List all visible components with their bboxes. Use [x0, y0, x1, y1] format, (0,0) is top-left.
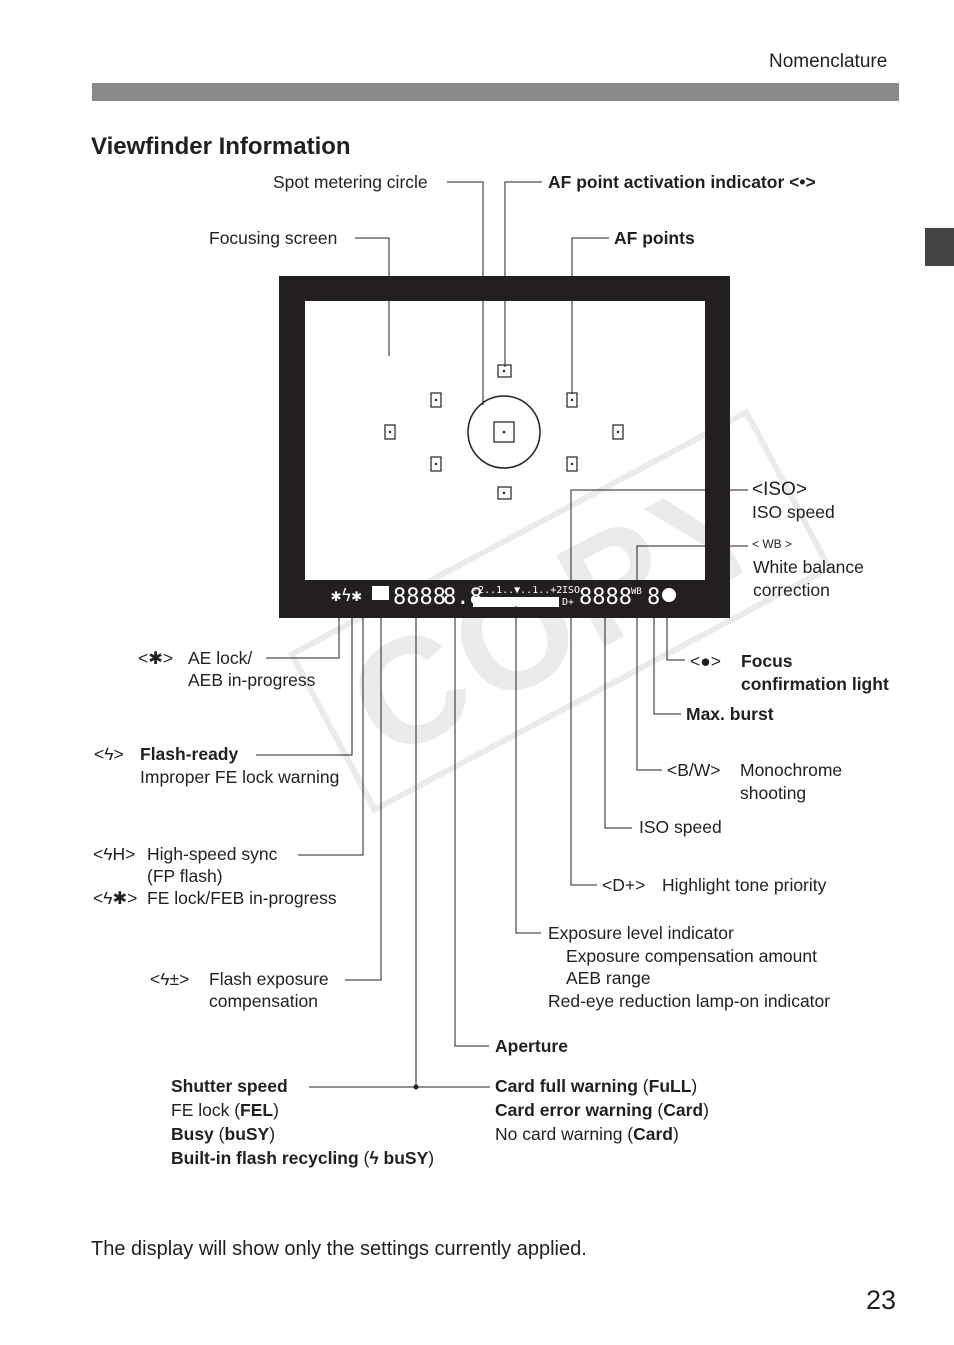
card-full-code: FuLL	[648, 1076, 692, 1096]
label-improper-fe: Improper FE lock warning	[140, 767, 340, 787]
label-monochrome: Monochrome	[740, 760, 843, 780]
section-name: Nomenclature	[769, 51, 888, 72]
dplus-icon: <D+>	[602, 875, 646, 895]
lcd-readout: ✱ϟ✱ 8888 8.8 -2..1..▼..1..+2 ISO D+ 8888…	[331, 585, 676, 610]
label-exposure-level: Exposure level indicator	[548, 923, 734, 943]
section-bar	[92, 83, 899, 101]
label-shutter-speed: Shutter speed	[171, 1076, 288, 1096]
viewfinder-frame	[279, 276, 730, 618]
label-card-error: Card error warning (Card)	[495, 1100, 709, 1120]
lcd-scale-bar	[473, 597, 559, 607]
lcd-shutter: 8888	[393, 585, 446, 610]
label-highlight-tone: Highlight tone priority	[662, 875, 827, 895]
lcd-fec-box	[372, 586, 389, 600]
label-shooting: shooting	[740, 783, 807, 803]
label-spot-metering-circle: Spot metering circle	[273, 172, 428, 192]
lcd-dplus: D+	[562, 597, 574, 608]
label-busy: Busy (buSY)	[171, 1124, 276, 1144]
flash-icon: <ϟ>	[94, 744, 124, 764]
card-error-text: Card error warning	[495, 1100, 653, 1120]
label-af-point-activation: AF point activation indicator <•>	[548, 172, 816, 192]
page-title: Viewfinder Information	[91, 133, 351, 160]
fec-icon: <ϟ±>	[150, 969, 190, 989]
leader-lines	[256, 181, 748, 1088]
label-af-points: AF points	[614, 228, 695, 248]
label-fe-lock-feb: FE lock/FEB in-progress	[147, 888, 337, 908]
label-wb-line1: White balance	[753, 557, 864, 577]
label-red-eye: Red-eye reduction lamp-on indicator	[548, 991, 831, 1011]
label-focus-confirmation: confirmation light	[741, 674, 889, 694]
page-note: The display will show only the settings …	[91, 1238, 587, 1260]
chapter-tab	[925, 228, 954, 266]
label-iso-speed-bottom: ISO speed	[639, 817, 722, 837]
busy-text: Busy	[171, 1124, 214, 1144]
label-aeb-range: AEB range	[566, 968, 651, 988]
label-wb-line2: correction	[753, 580, 830, 600]
label-aperture: Aperture	[495, 1036, 568, 1056]
label-focusing-screen: Focusing screen	[209, 228, 338, 248]
label-max-burst: Max. burst	[686, 704, 774, 724]
label-fe-lock: FE lock (FEL)	[171, 1100, 279, 1120]
label-aeb-progress: AEB in-progress	[188, 670, 316, 690]
high-speed-sync-icon: <ϟH>	[93, 844, 136, 864]
lcd-iso-digits: 8888	[579, 585, 632, 610]
page-number: 23	[866, 1285, 897, 1315]
lcd-scale: -2..1..▼..1..+2	[472, 585, 562, 596]
no-card-code: Card	[633, 1124, 673, 1144]
fe-lock-code: FEL	[240, 1100, 274, 1120]
fe-lock-text: FE lock (	[171, 1100, 241, 1120]
card-full-text: Card full warning	[495, 1076, 638, 1096]
focus-confirm-icon: <●>	[690, 651, 722, 671]
af-point-dots	[388, 369, 620, 495]
label-flash-recycling: Built-in flash recycling (ϟ buSY)	[171, 1148, 435, 1168]
lcd-wb: WB	[631, 587, 642, 597]
recycle-text: Built-in flash recycling	[171, 1148, 359, 1168]
label-compensation: compensation	[209, 991, 318, 1011]
spot-metering-circle-shape	[467, 395, 541, 469]
card-error-code: Card	[663, 1100, 704, 1120]
label-iso-speed-top: ISO speed	[752, 502, 835, 522]
label-flash-ready: Flash-ready	[140, 744, 239, 764]
label-card-full: Card full warning (FuLL)	[495, 1076, 698, 1096]
fe-lock-icon: <ϟ✱>	[93, 888, 138, 908]
recycle-code: ϟ buSY	[369, 1148, 429, 1168]
ae-lock-icon: <✱>	[138, 648, 174, 668]
label-flash-exposure: Flash exposure	[209, 969, 329, 989]
wb-icon: < WB >	[752, 537, 793, 551]
lcd-left-icons: ✱ϟ✱	[331, 586, 362, 606]
lcd-burst: 8	[647, 585, 660, 610]
label-ae-lock: AE lock/	[188, 648, 253, 668]
iso-icon: <ISO>	[752, 479, 807, 500]
label-high-speed-sync: High-speed sync	[147, 844, 278, 864]
label-focus: Focus	[741, 651, 793, 671]
no-card-text: No card warning (	[495, 1124, 634, 1144]
focus-confirmation-dot	[662, 588, 676, 602]
lcd-iso: ISO	[562, 585, 580, 596]
label-no-card: No card warning (Card)	[495, 1124, 679, 1144]
label-exposure-comp: Exposure compensation amount	[566, 946, 817, 966]
busy-code: buSY	[224, 1124, 270, 1144]
bw-icon: <B/W>	[667, 760, 721, 780]
label-fp-flash: (FP flash)	[147, 866, 223, 886]
